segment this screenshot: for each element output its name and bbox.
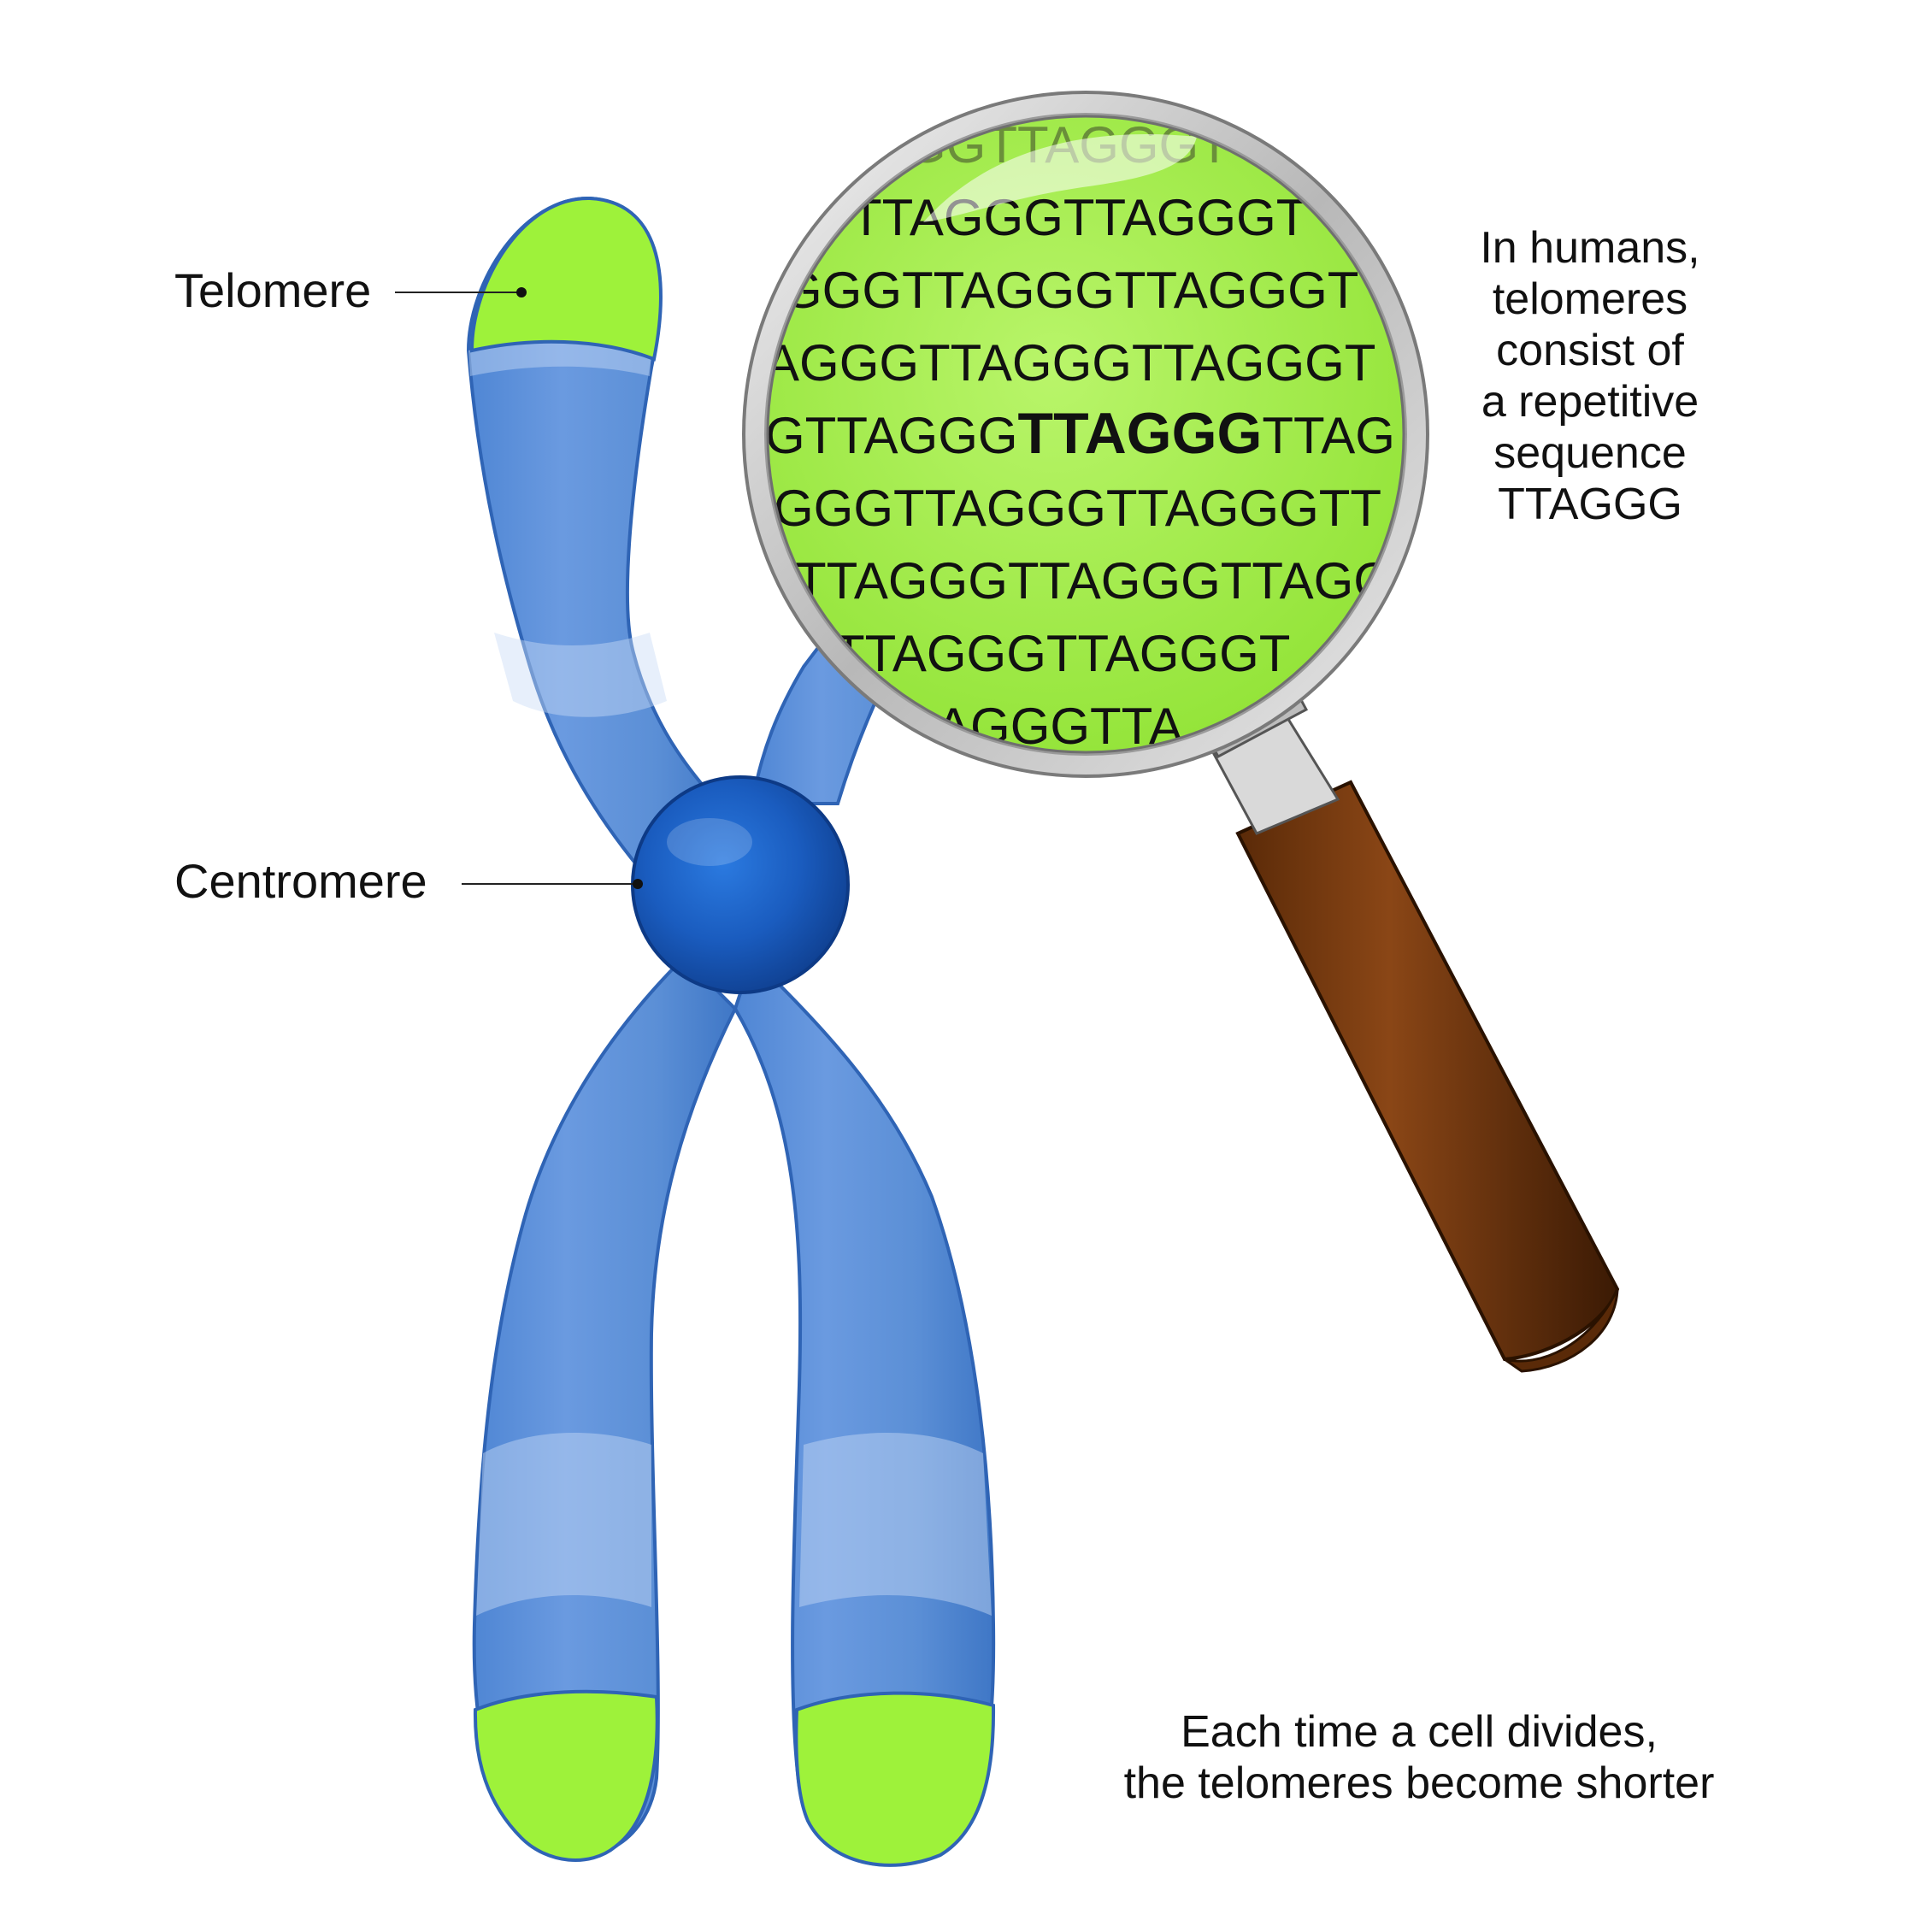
centromere-leader-line: [462, 883, 637, 885]
sequence-row-highlight: GTTAGGGTTAGGGTTAG: [765, 401, 1395, 466]
sequence-note-line: TTAGGG: [1498, 480, 1682, 529]
sequence-segment: TTAG: [1262, 407, 1395, 464]
chromosome: [466, 196, 996, 1867]
telomere-leader-line: [395, 292, 521, 293]
sequence-row: TTAGGGTTAGGGT: [851, 189, 1307, 246]
shortening-note-line: Each time a cell divides,: [1181, 1707, 1658, 1757]
sequence-row: AGGGTTAGGGTTAGGGT: [765, 334, 1375, 392]
sequence-row: TTAGGGTTAGGGTTAGG: [795, 552, 1393, 610]
shortening-note: Each time a cell divides, the telomeres …: [1034, 1706, 1804, 1809]
sequence-row: TTAGGGTTAGGGT: [833, 625, 1290, 682]
telomere-bottom-right: [794, 1691, 996, 1867]
telomere-top-left: [469, 196, 663, 362]
shortening-note-line: the telomeres become shorter: [1123, 1758, 1715, 1808]
sequence-note: In humans, telomeres consist of a repeti…: [1402, 222, 1778, 530]
telomere-pointer-dot: [516, 287, 527, 297]
sequence-note-line: a repetitive: [1481, 377, 1699, 427]
centromere: [631, 775, 850, 994]
telomere-label: Telomere: [174, 263, 372, 317]
sequence-note-line: telomeres: [1492, 274, 1688, 324]
highlighted-repeat: TTAGGG: [1018, 401, 1263, 466]
magnifier-lens: [768, 116, 1404, 752]
sequence-segment: GTTAGGG: [765, 407, 1018, 464]
sequence-note-line: sequence: [1493, 428, 1687, 478]
sequence-note-line: In humans,: [1480, 223, 1700, 273]
telomere-bottom-left: [473, 1689, 659, 1862]
sequence-row: GGGTTAGGGTTAGGGT: [782, 262, 1358, 319]
sequence-note-line: consist of: [1496, 326, 1684, 375]
magnifier-handle: [1235, 780, 1620, 1362]
magnifying-glass-icon: GGTTAGGGTTTAGGGTTAGGGTGGGTTAGGGTTAGGGTAG…: [742, 91, 1620, 1373]
centromere-pointer-dot: [633, 879, 643, 889]
centromere-label: Centromere: [174, 854, 427, 908]
sequence-row: GGGTTAGGGTTAGGGTT: [774, 480, 1381, 537]
